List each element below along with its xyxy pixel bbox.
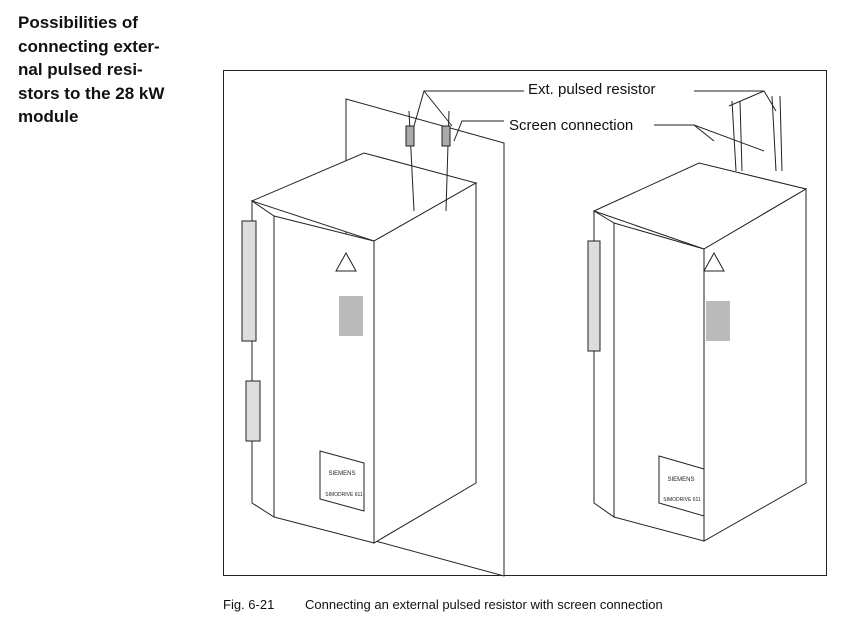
module-brand: SIEMENS [328,471,355,477]
pulsed-resistor-label: Ext. pulsed resistor [526,81,658,98]
right-module: SIEMENS SIMODRIVE 611 [587,95,808,542]
module-model: SIMODRIVE 611 [325,492,363,498]
module-brand: SIEMENS [667,477,694,483]
module-drawing: SIEMENS SIMODRIVE 611 SIEMENS SIMODRIVE … [241,90,808,577]
figure-number: Fig. 6-21 [223,597,275,612]
figure-illustration: SIEMENS SIMODRIVE 611 SIEMENS SIMODRIVE … [223,70,827,577]
left-module: SIEMENS SIMODRIVE 611 [241,110,478,544]
module-model: SIMODRIVE 611 [663,497,701,503]
section-heading: Possibilities of connecting exter- nal p… [18,13,165,126]
figure-caption: Connecting an external pulsed resistor w… [305,597,663,612]
screen-connection-label: Screen connection [507,117,636,134]
